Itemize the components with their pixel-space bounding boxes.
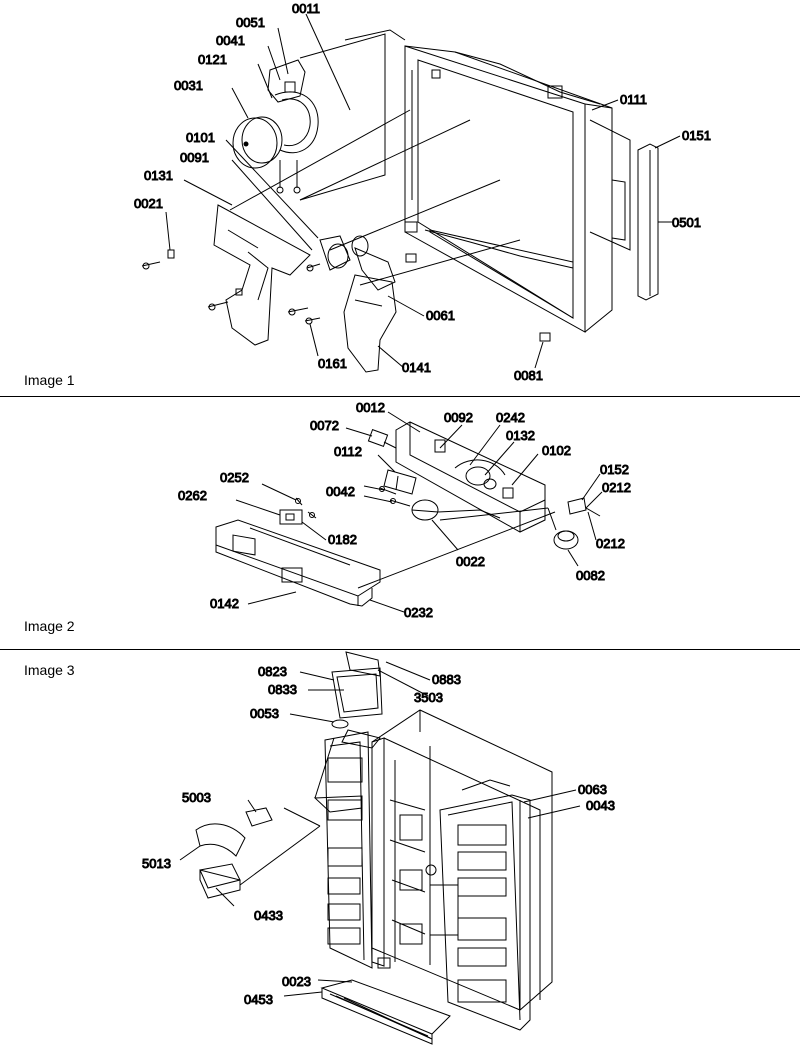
callout-0142: 0142 [210,596,239,611]
callout-0043: 0043 [586,798,615,813]
duct-0141 [344,248,396,372]
part-0053 [332,720,380,748]
callout-0091: 0091 [180,150,209,165]
callout-0212-bottom: 0212 [596,536,625,551]
callout-0063: 0063 [578,782,607,797]
refrigerator-cabinet [372,710,552,1010]
bracket-0112 [384,470,416,494]
image-1-assembly: 0011 0051 0041 0121 0031 0101 0091 0131 … [134,1,712,384]
callout-0061: 0061 [426,308,455,323]
callout-0131: 0131 [144,168,173,183]
shroud-plate-0131 [214,205,310,345]
callout-0011: 0011 [292,1,320,16]
switch-0072 [368,430,396,448]
callout-0182: 0182 [328,532,357,547]
callout-0012: 0012 [356,400,385,415]
callout-0051: 0051 [236,15,265,30]
callout-0501: 0501 [672,215,701,230]
callout-0112: 0112 [334,444,362,459]
part-5013 [196,824,245,856]
callout-0823: 0823 [258,664,287,679]
image-2-assembly: 0012 0072 0092 0242 0132 0102 0112 0152 … [178,400,632,621]
callout-0232: 0232 [404,605,433,620]
liner-frame-0111 [405,46,630,332]
callout-0453: 0453 [244,992,273,1007]
motor-0022 [412,500,500,520]
callout-0121: 0121 [198,52,227,67]
screws-image-2 [296,487,411,519]
dispenser-cover-0823 [332,652,382,718]
leaders-image-1 [166,14,680,368]
callout-0212-top: 0212 [602,480,631,495]
motor-0091 [320,236,368,270]
panel-label-image-1: Image 1 [24,372,75,388]
leaders-image-3 [180,662,580,996]
callout-0833: 0833 [268,682,297,697]
leaders-image-2 [236,412,602,612]
fan-assembly [233,60,318,193]
guide-rectangle-2 [345,30,405,40]
image-3-assembly: 0823 0833 0883 3503 0053 5003 5013 0433 … [142,652,615,1044]
freezer-door [315,732,372,968]
grille-0453 [322,958,450,1044]
thermostat-0152 [568,498,600,516]
callout-0102: 0102 [542,443,571,458]
callout-0022: 0022 [456,554,485,569]
callout-0252: 0252 [220,470,249,485]
callout-0031: 0031 [174,78,203,93]
callout-0042: 0042 [326,484,355,499]
callout-0151: 0151 [682,128,711,143]
callout-0161: 0161 [318,356,347,371]
refrigerator-door [430,780,530,1030]
screws-image-1 [142,250,550,341]
callout-0262: 0262 [178,488,207,503]
panel-label-image-3: Image 3 [24,662,75,678]
callout-0072: 0072 [310,418,339,433]
callout-0092: 0092 [444,410,473,425]
callout-0021: 0021 [134,196,163,211]
callout-0023: 0023 [282,974,311,989]
callout-0041: 0041 [216,33,245,48]
callout-0132: 0132 [506,428,535,443]
callout-5003: 5003 [182,790,211,805]
callout-0081: 0081 [514,368,543,383]
control-housing-0012 [396,422,545,532]
callout-0883: 0883 [432,672,461,687]
callout-0433: 0433 [254,908,283,923]
callout-0141: 0141 [402,360,431,375]
callout-0152: 0152 [600,462,629,477]
callout-0101: 0101 [186,130,215,145]
part-5003 [246,808,272,826]
knob-0082 [548,508,578,549]
callout-0082: 0082 [576,568,605,583]
guide-rectangle [300,34,385,200]
panel-label-image-2: Image 2 [24,618,75,634]
control-panel-0142 [216,510,380,606]
callout-0053: 0053 [250,706,279,721]
callout-0242: 0242 [496,410,525,425]
trim-strip-0501 [638,144,658,300]
panel-divider-1 [0,396,800,397]
callout-3503: 3503 [414,690,443,705]
callout-0111: 0111 [620,92,647,107]
callout-5013: 5013 [142,856,171,871]
panel-divider-2 [0,649,800,650]
drip-tray-0433 [200,864,240,898]
